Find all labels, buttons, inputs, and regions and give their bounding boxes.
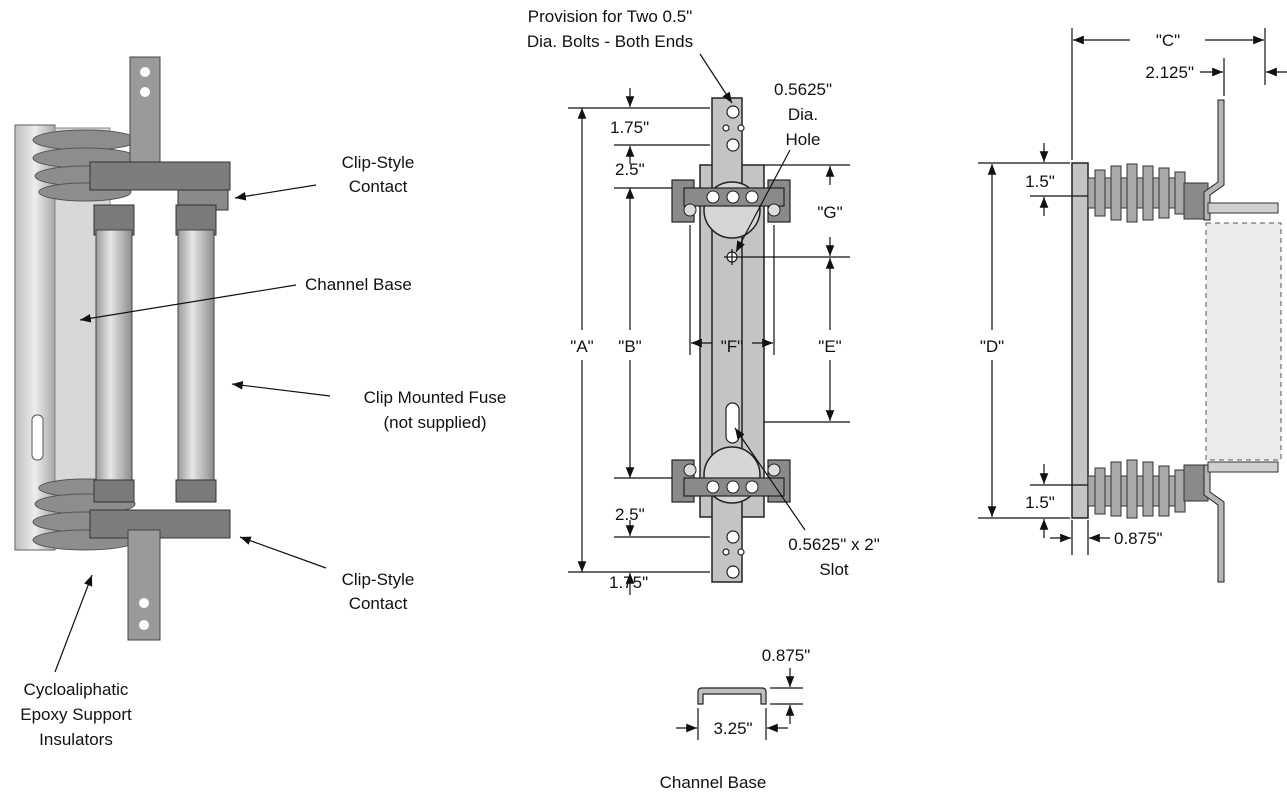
callout-clip-top-line2: Contact (349, 177, 408, 196)
callout-fuse-line2: (not supplied) (383, 413, 486, 432)
side-view-dimensions: "C" 2.125" "D" 1.5" 1.5" 0.875" (978, 28, 1287, 555)
hole-line1: 0.5625" (774, 80, 832, 99)
callout-clip-bottom-line2: Contact (349, 594, 408, 613)
dim-top-25: 2.5" (615, 160, 645, 179)
callout-channel-base: Channel Base (79, 275, 412, 323)
dim-top-175: 1.75" (610, 118, 649, 137)
front-view-dimensions: "A" 1.75" 2.5" "B" 2.5" 1.75" "F" "G" "E… (527, 7, 880, 595)
dim-B: "B" (618, 337, 641, 356)
callout-clip-bottom: Clip-Style Contact (239, 536, 415, 613)
dim-D: "D" (980, 337, 1004, 356)
callout-insulators-line1: Cycloaliphatic (24, 680, 129, 699)
dim-F: "F" (721, 337, 743, 356)
callout-clip-bottom-line1: Clip-Style (342, 570, 415, 589)
dim-E: "E" (818, 337, 841, 356)
callout-clip-top-line1: Clip-Style (342, 153, 415, 172)
dim-bottom-175: 1.75" (609, 573, 648, 592)
provision-line1: Provision for Two 0.5" (528, 7, 692, 26)
dim-2125: 2.125" (1145, 63, 1194, 82)
dim-A: "A" (570, 337, 593, 356)
dim-0875-side: 0.875" (1114, 529, 1163, 548)
hole-line3: Hole (786, 130, 821, 149)
callout-fuse: Clip Mounted Fuse (not supplied) (231, 381, 507, 432)
fuse-mount-photo (14, 56, 231, 641)
callout-insulators: Cycloaliphatic Epoxy Support Insulators (20, 574, 132, 749)
callout-fuse-line1: Clip Mounted Fuse (364, 388, 507, 407)
dim-bottom-25: 2.5" (615, 505, 645, 524)
callout-channel-base-text: Channel Base (305, 275, 412, 294)
slot-line1: 0.5625" x 2" (788, 535, 879, 554)
channel-width: 3.25" (713, 719, 752, 738)
callout-insulators-line3: Insulators (39, 730, 113, 749)
channel-section-title: Channel Base (660, 773, 767, 792)
callout-clip-top: Clip-Style Contact (234, 153, 415, 201)
dim-G: "G" (817, 203, 842, 222)
hole-line2: Dia. (788, 105, 818, 124)
channel-section: 0.875" 3.25" Channel Base (660, 646, 811, 792)
callout-insulators-line2: Epoxy Support (20, 705, 132, 724)
slot-line2: Slot (819, 560, 849, 579)
channel-height: 0.875" (762, 646, 811, 665)
dim-C: "C" (1156, 31, 1180, 50)
dim-top-15: 1.5" (1025, 172, 1055, 191)
side-view-drawing (1071, 99, 1282, 583)
provision-line2: Dia. Bolts - Both Ends (527, 32, 693, 51)
dim-bottom-15: 1.5" (1025, 493, 1055, 512)
